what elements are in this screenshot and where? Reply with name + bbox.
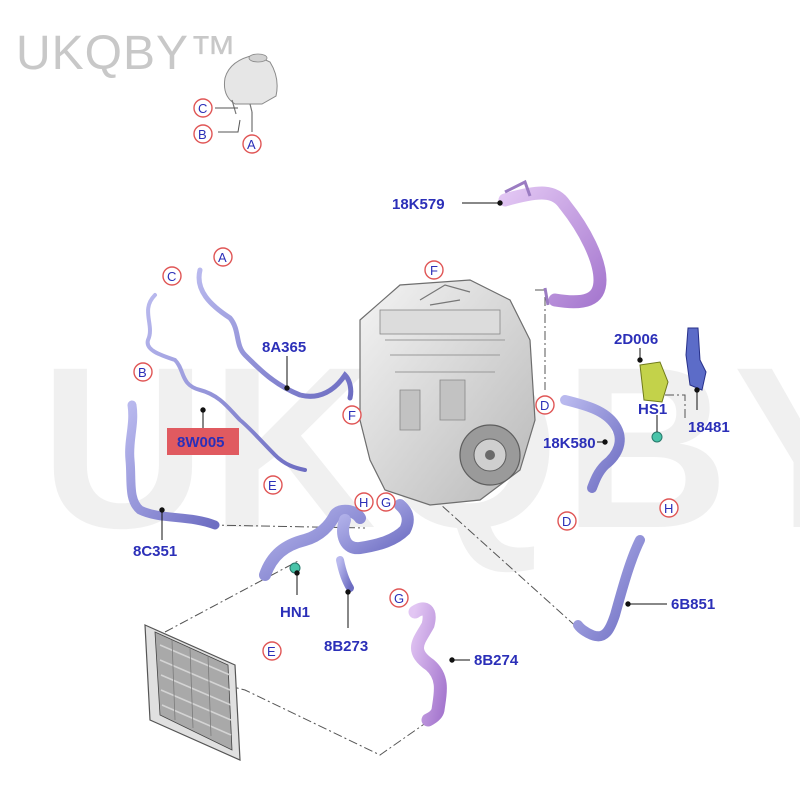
callout-a-hose: A	[213, 247, 233, 267]
svg-text:E: E	[268, 478, 277, 493]
label-8b274: 8B274	[474, 652, 519, 669]
thermostat-housing	[639, 327, 707, 403]
callout-f-engine: F	[424, 260, 444, 280]
leader-6b851-engine	[429, 494, 581, 631]
hose-8w005	[145, 293, 307, 472]
radiator	[144, 624, 241, 761]
svg-text:D: D	[562, 514, 571, 529]
svg-text:F: F	[430, 263, 438, 278]
callout-c-reservoir: C	[193, 98, 213, 118]
hose-8b274	[408, 602, 447, 727]
watermark-top: UKQBY™	[16, 27, 239, 80]
label-8c351: 8C351	[133, 543, 177, 560]
label-18k579: 18K579	[392, 196, 445, 213]
leader-radiator-hn1	[149, 559, 301, 641]
leader-lines	[149, 289, 686, 756]
svg-text:G: G	[394, 591, 404, 606]
label-6b851: 6B851	[671, 596, 715, 613]
svg-text:G: G	[381, 495, 391, 510]
label-18k580: 18K580	[543, 435, 596, 452]
letter-callouts: C B A A C B F F E D H G D H G E	[133, 98, 679, 661]
hose-6b851	[573, 535, 645, 642]
callout-e-hose: E	[263, 475, 283, 495]
svg-text:A: A	[247, 137, 256, 152]
callout-d-engine: D	[535, 395, 555, 415]
callout-h-hose: H	[659, 498, 679, 518]
hose-8a365	[196, 267, 354, 401]
svg-text:C: C	[198, 101, 207, 116]
lower-engine-hoses	[259, 499, 414, 592]
hose-18k579	[498, 179, 607, 309]
label-8b273: 8B273	[324, 638, 368, 655]
label-18481: 18481	[688, 419, 730, 436]
coolant-reservoir	[215, 53, 278, 133]
label-leaders	[159, 200, 700, 663]
leader-radiator-bottom	[224, 684, 431, 756]
highlight-8w005	[167, 428, 239, 455]
callout-e-radiator: E	[262, 641, 282, 661]
svg-text:A: A	[218, 250, 227, 265]
engine-block	[359, 279, 536, 506]
callout-b-reservoir: B	[193, 124, 213, 144]
label-2d006: 2D006	[614, 331, 658, 348]
svg-text:B: B	[138, 365, 147, 380]
label-8w005: 8W005	[177, 434, 225, 451]
callout-c-hose: C	[162, 266, 182, 286]
callout-g-engine: G	[376, 492, 396, 512]
svg-text:C: C	[167, 269, 176, 284]
part-labels: 18K579 8A365 8W005 2D006 HS1 18481 18K58…	[133, 196, 730, 669]
callout-d-hose: D	[557, 511, 577, 531]
label-8a365: 8A365	[262, 339, 306, 356]
svg-text:E: E	[267, 644, 276, 659]
hose-8c351	[125, 400, 220, 530]
svg-text:H: H	[359, 495, 368, 510]
leader-8c351-engine	[209, 524, 366, 529]
label-hs1: HS1	[638, 401, 667, 418]
leader-hs1-18481	[665, 394, 686, 420]
callout-h-engine: H	[354, 492, 374, 512]
svg-text:F: F	[348, 408, 356, 423]
callout-g-hose: G	[389, 588, 409, 608]
callout-a-reservoir: A	[242, 134, 262, 154]
svg-text:D: D	[540, 398, 549, 413]
hose-18k580	[560, 395, 625, 493]
label-hn1: HN1	[280, 604, 310, 621]
leader-18k579-engine	[535, 289, 546, 390]
callout-f-hose: F	[342, 405, 362, 425]
svg-text:B: B	[198, 127, 207, 142]
callout-b-hose: B	[133, 362, 153, 382]
svg-text:H: H	[664, 501, 673, 516]
